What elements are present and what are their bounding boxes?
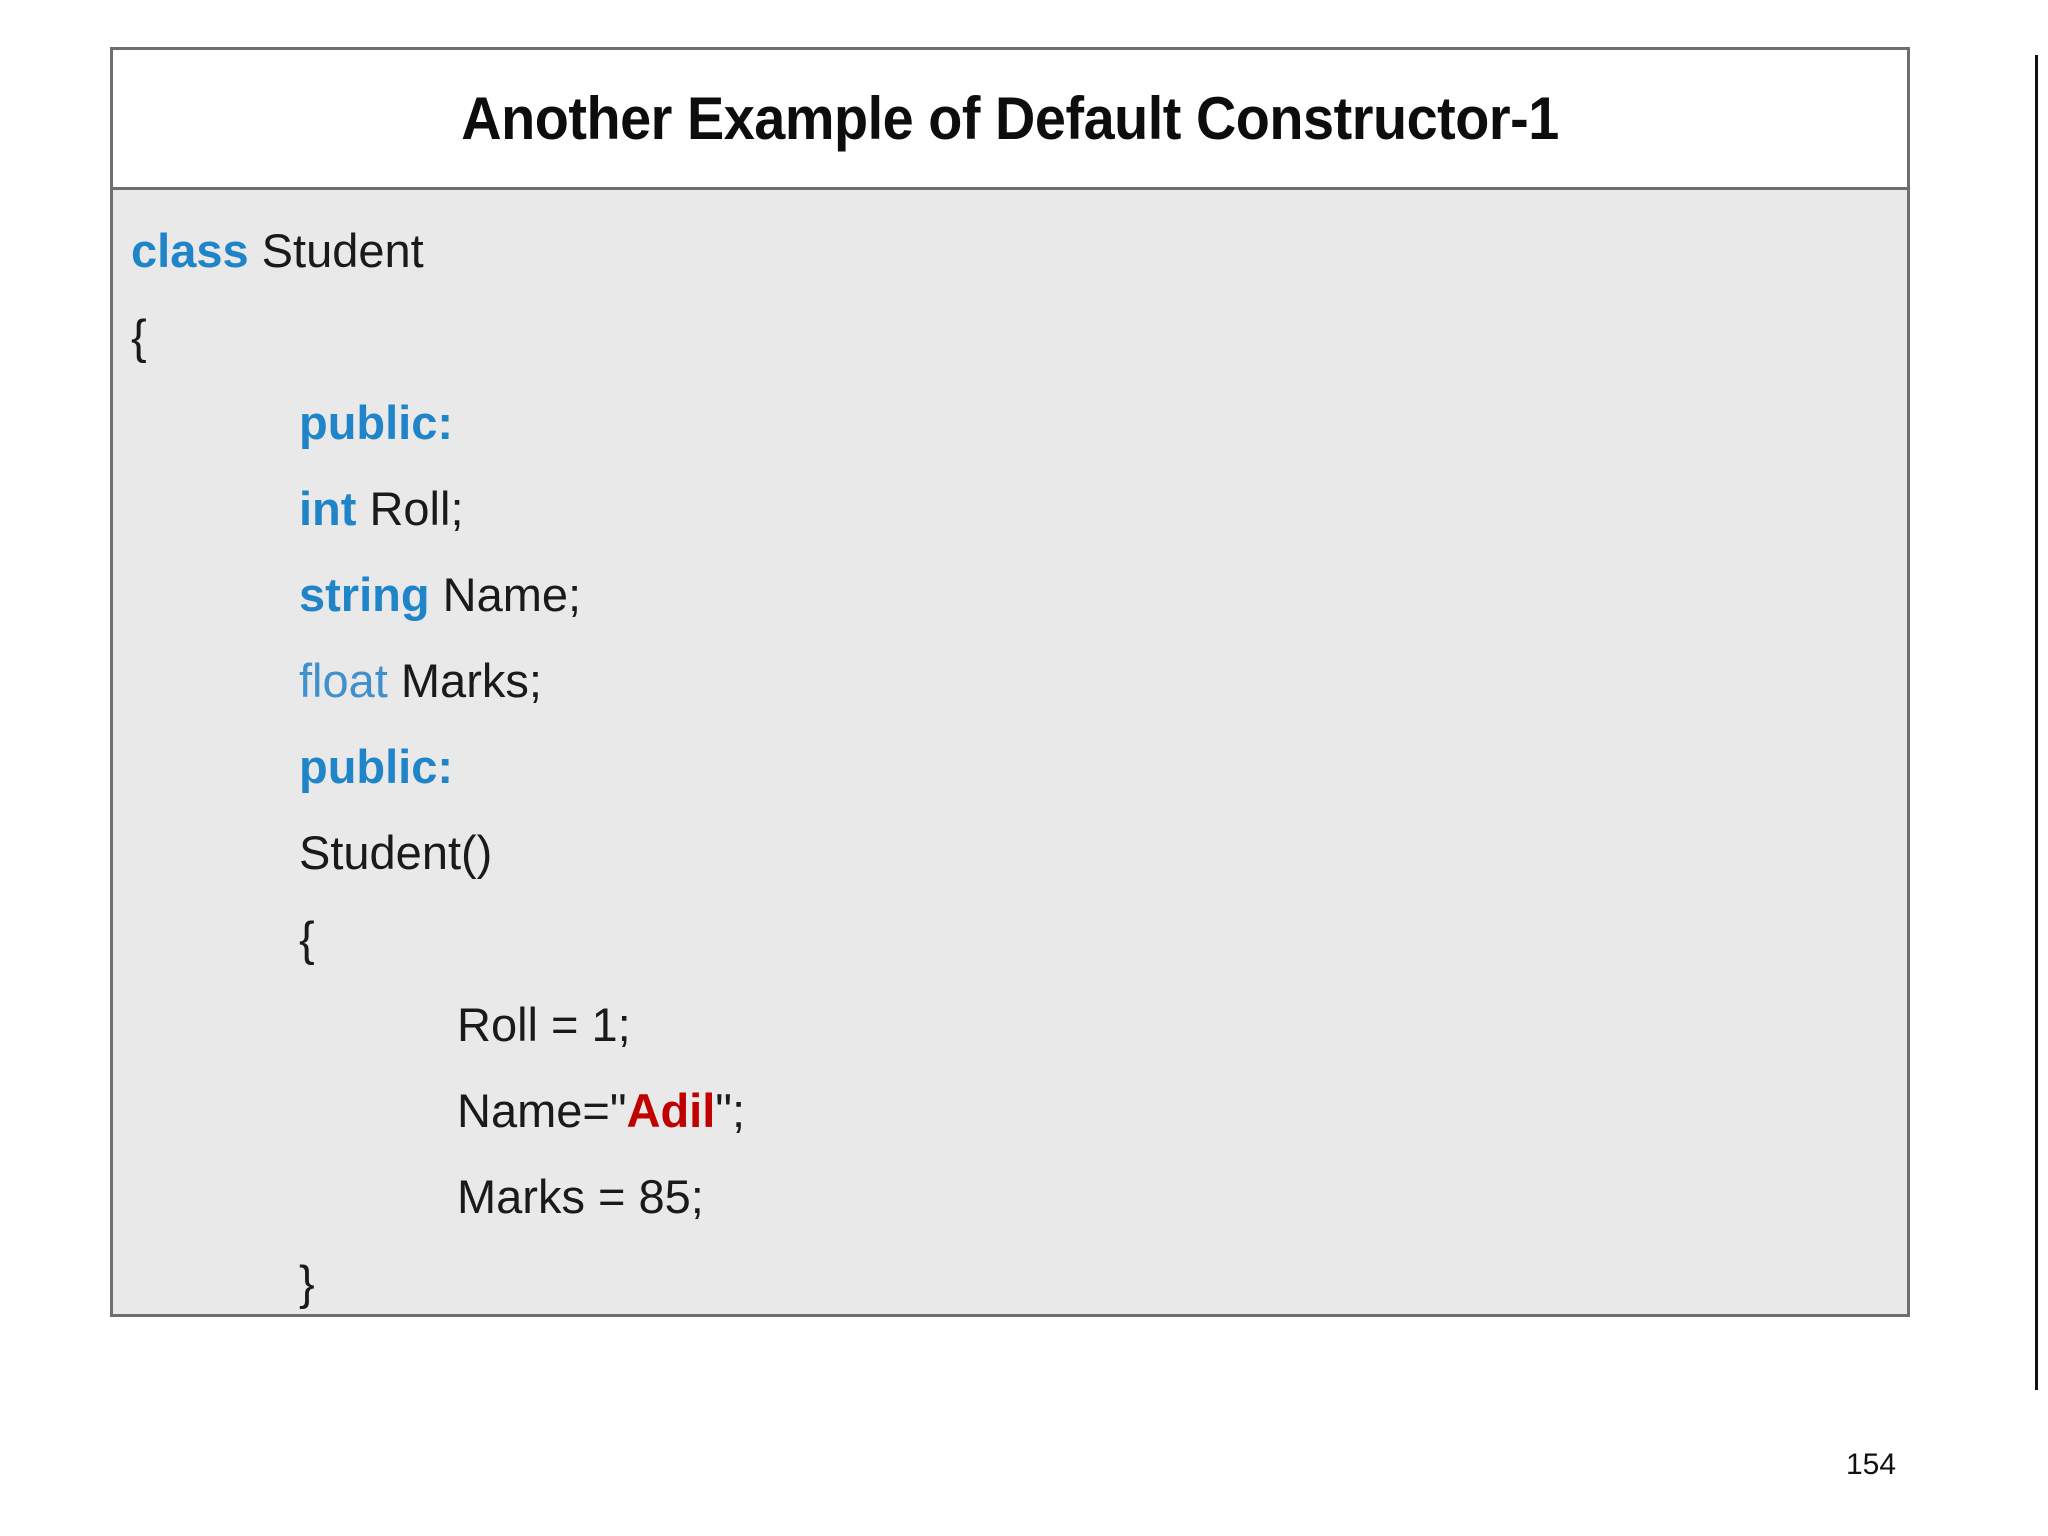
code-token-plain: } — [299, 1256, 315, 1309]
code-line: } — [131, 1240, 1907, 1314]
code-token-plain: { — [299, 912, 315, 965]
code-token-plain: "; — [715, 1084, 746, 1137]
code-line: int Roll; — [131, 466, 1907, 552]
code-token-plain: Student() — [299, 826, 493, 879]
code-line: Student() — [131, 810, 1907, 896]
code-token-plain: Name; — [429, 568, 582, 621]
page-title: Another Example of Default Constructor-1 — [461, 85, 1559, 152]
code-block: class Student{public:int Roll;string Nam… — [113, 190, 1907, 1314]
code-line: class Student — [131, 208, 1907, 294]
page-number: 154 — [1846, 1448, 1897, 1481]
code-token-keyword: string — [299, 568, 430, 621]
code-token-plain: Marks = 85; — [457, 1170, 704, 1223]
code-line: Name="Adil"; — [131, 1068, 1907, 1154]
slide-right-rule — [2035, 55, 2038, 1390]
code-token-plain: Marks; — [387, 654, 542, 707]
code-token-keyword: class — [131, 224, 249, 277]
code-token-plain: Name=" — [457, 1084, 627, 1137]
code-token-punct-blue: : — [437, 396, 454, 449]
code-token-plain: { — [131, 310, 147, 363]
code-line: Roll = 1; — [131, 982, 1907, 1068]
code-token-keyword: public — [299, 396, 438, 449]
code-line: Marks = 85; — [131, 1154, 1907, 1240]
code-line: public: — [131, 380, 1907, 466]
content-frame: Another Example of Default Constructor-1… — [110, 47, 1910, 1317]
code-token-keyword: public — [299, 740, 438, 793]
code-token-keyword-light: float — [299, 654, 388, 707]
code-token-keyword: int — [299, 482, 357, 535]
code-token-plain: Student — [248, 224, 424, 277]
code-line: public: — [131, 724, 1907, 810]
code-line: string Name; — [131, 552, 1907, 638]
code-token-punct-blue: : — [437, 740, 454, 793]
code-token-string: Adil — [626, 1084, 716, 1137]
code-line: { — [131, 294, 1907, 380]
code-token-plain: Roll = 1; — [457, 998, 631, 1051]
code-token-plain: Roll; — [356, 482, 464, 535]
code-line: float Marks; — [131, 638, 1907, 724]
title-band: Another Example of Default Constructor-1 — [113, 50, 1907, 190]
code-line: { — [131, 896, 1907, 982]
